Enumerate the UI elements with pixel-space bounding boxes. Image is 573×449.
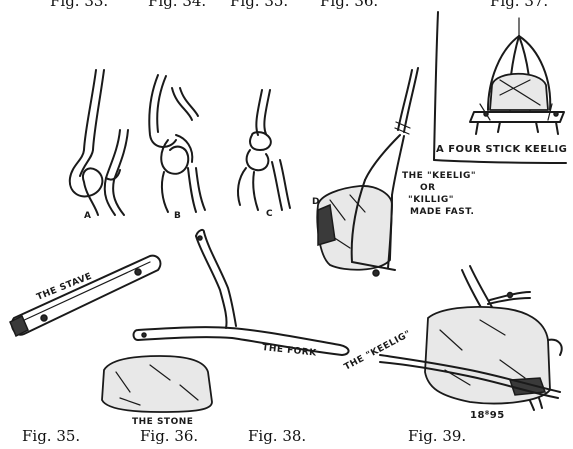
label-keelig-made-fast-3: "KILLIG" [408,195,454,205]
label-knot-b: B [174,211,181,221]
label-knot-c: C [266,209,273,219]
label-the-keelig: THE "KEELIG" [343,329,413,373]
label-date-mark: 18⁸95 [470,410,505,421]
label-four-stick-keelig: A FOUR STICK KEELIG [436,144,567,155]
four-stick-keelig-drawing [434,12,566,163]
label-the-stave: THE STAVE [35,271,93,302]
stone-drawing [102,356,212,412]
caption-fig-35: Fig. 35. [22,427,80,445]
label-keelig-made-fast-1: THE "KEELIG" [402,171,476,181]
label-the-stone: THE STONE [132,417,193,427]
caption-fig-38: Fig. 38. [248,427,306,445]
fork-drawing [134,230,349,355]
label-keelig-made-fast-4: MADE FAST. [410,207,474,217]
stave-drawing [10,256,160,336]
caption-fig-39: Fig. 39. [408,427,466,445]
knot-c-drawing [238,90,290,210]
knot-a-drawing [70,70,128,215]
label-keelig-made-fast-2: OR [420,183,436,193]
label-knot-a: A [84,211,91,221]
caption-fig-36: Fig. 36. [140,427,198,445]
knot-b-drawing [149,75,205,212]
label-the-fork: THE FORK [262,343,318,359]
label-knot-d: D [312,197,320,207]
